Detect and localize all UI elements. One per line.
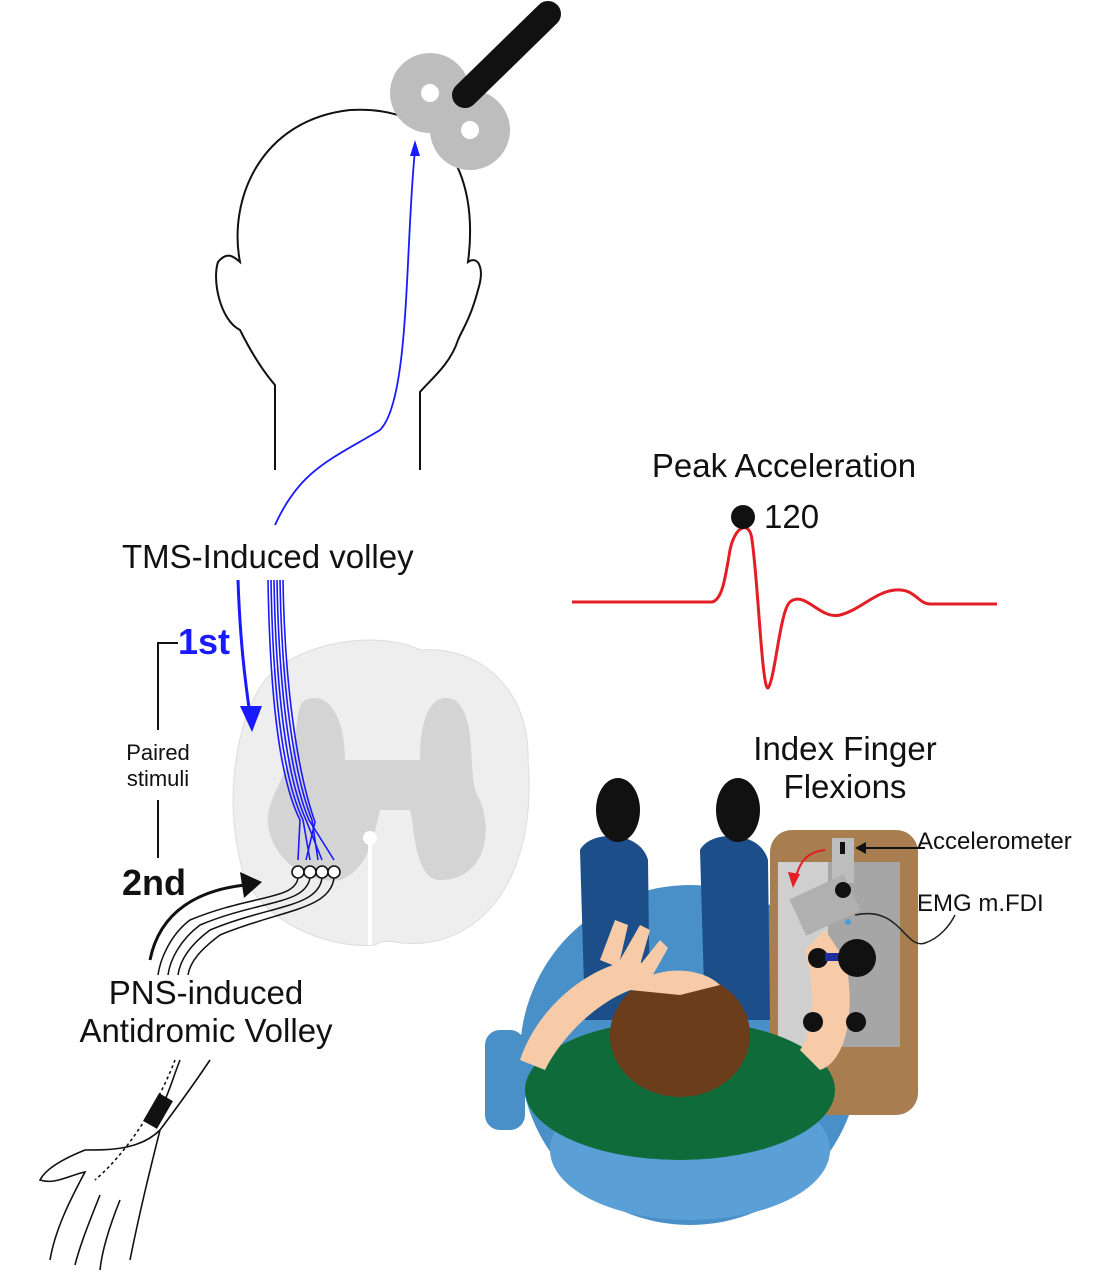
second-label: 2nd (122, 862, 186, 903)
task-label-line1: Index Finger (753, 730, 936, 767)
peak-acceleration-title: Peak Acceleration (652, 447, 916, 484)
pns-label-line1: PNS-induced (109, 974, 303, 1011)
paired-bracket (157, 642, 178, 858)
paired-label-line2: stimuli (127, 766, 189, 791)
spinal-cord-cross-section (232, 639, 530, 947)
pns-arrowhead-icon (240, 872, 262, 898)
head-outline (215, 108, 482, 470)
accelerometer-label: Accelerometer (917, 828, 1072, 855)
descending-fiber-bundle (267, 579, 335, 861)
accelerometer-arrowhead-icon (855, 842, 866, 854)
paired-label-line1: Paired (126, 740, 190, 765)
emg-lead (854, 912, 956, 945)
tms-volley-path (274, 149, 416, 526)
stimulator-electrode (143, 1093, 173, 1129)
volley-arrowhead-icon (410, 140, 420, 156)
hand-outline-icon (38, 1059, 211, 1271)
accelerometer-device (788, 838, 876, 1032)
first-arrowhead-icon (240, 706, 262, 732)
first-label: 1st (178, 621, 230, 662)
first-stimulus-arrow (236, 579, 252, 716)
emg-label: EMG m.FDI (917, 890, 1044, 917)
peak-value: 120 (764, 498, 819, 535)
acceleration-waveform (572, 526, 997, 690)
task-label-line2: Flexions (784, 768, 907, 805)
antidromic-fibers (157, 877, 335, 976)
pns-arrow (148, 883, 246, 961)
pns-label-line2: Antidromic Volley (79, 1012, 333, 1049)
tms-coil-icon (390, 1, 561, 170)
tms-volley-label: TMS-Induced volley (122, 538, 414, 575)
peak-marker (731, 505, 755, 529)
